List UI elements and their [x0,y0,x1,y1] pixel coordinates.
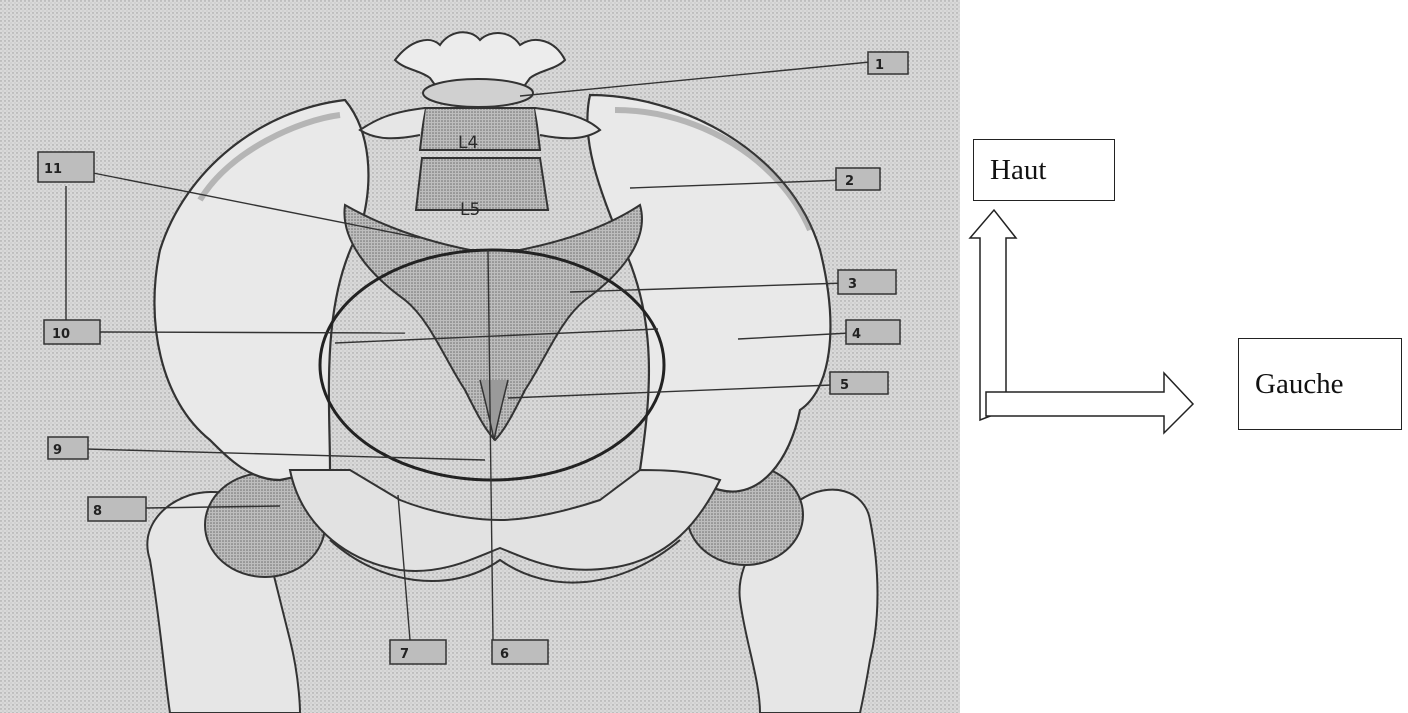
label-box-9: 9 [48,437,88,459]
label-3: 3 [848,277,857,292]
label-6: 6 [500,647,509,662]
pelvis-illustration: L4 L5 1 2 3 4 5 6 7 8 9 10 11 [0,0,960,713]
arrow-right-icon [986,373,1193,433]
label-10: 10 [52,327,70,342]
label-2: 2 [845,174,854,189]
label-7: 7 [400,647,409,662]
label-box-7: 7 [390,640,446,664]
label-box-1: 1 [868,52,908,74]
direction-left-box: Gauche [1238,338,1402,430]
vertebra-l4-label: L4 [458,133,478,153]
direction-side-label: Gauche [1255,368,1344,401]
label-box-11: 11 [38,152,94,182]
direction-up-box: Haut [973,139,1115,201]
label-1: 1 [875,58,884,73]
label-4: 4 [852,327,861,342]
label-11: 11 [44,162,62,177]
label-box-10: 10 [44,320,100,344]
label-9: 9 [53,443,62,458]
direction-up-label: Haut [990,154,1046,187]
label-5: 5 [840,378,849,393]
vertebra-l5-label: L5 [460,200,480,220]
label-box-3: 3 [838,270,896,294]
label-box-6: 6 [492,640,548,664]
label-box-2: 2 [836,168,880,190]
arrow-up-icon [970,210,1016,420]
label-box-8: 8 [88,497,146,521]
label-box-4: 4 [846,320,900,344]
label-8: 8 [93,504,102,519]
label-box-5: 5 [830,372,888,394]
